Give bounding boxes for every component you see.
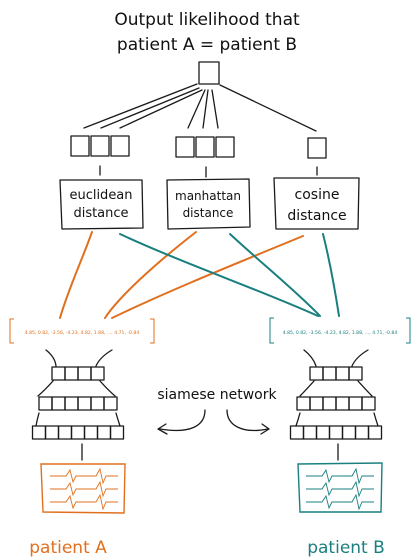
euclidean-distance-box: euclidean distance bbox=[59, 179, 144, 230]
network-a-layer-2-unit bbox=[51, 396, 66, 411]
siamese-network-label: siamese network bbox=[157, 387, 277, 403]
cosine-label-1: cosine bbox=[295, 187, 340, 203]
network-b-layer-1-unit bbox=[348, 366, 363, 381]
network-a-fan-lines bbox=[45, 349, 113, 367]
network-a-layer-3-unit bbox=[31, 425, 47, 440]
cosine-label-2: distance bbox=[287, 208, 346, 224]
network-a-layer-2-unit bbox=[103, 396, 118, 411]
network-b-layer-2-unit bbox=[348, 396, 363, 411]
output-fan-lines bbox=[83, 83, 317, 132]
embedding-b-values: 4.85, 0.82, -3.56, -4.23, 4.82, 1.88, ..… bbox=[283, 330, 398, 336]
cosine-distance-box: cosine distance bbox=[273, 177, 360, 230]
output-unit bbox=[198, 61, 220, 85]
network-a-layer-2-unit bbox=[77, 396, 92, 411]
network-b-layer-3-unit bbox=[341, 425, 357, 440]
network-b-layer-3-unit bbox=[289, 425, 305, 440]
network-b-fan-lines bbox=[303, 349, 369, 367]
embedding-vector-b: 4.85, 0.82, -3.56, -4.23, 4.82, 1.88, ..… bbox=[269, 317, 411, 344]
title-line-2: patient A = patient B bbox=[117, 35, 297, 55]
network-a-layer-3-unit bbox=[109, 425, 125, 440]
euclidean-label-2: distance bbox=[73, 206, 128, 221]
arrow-left-head bbox=[157, 423, 168, 435]
network-a-layer-3-unit bbox=[70, 425, 86, 440]
ecg-input-a bbox=[40, 463, 126, 514]
network-a bbox=[31, 366, 125, 440]
network-a-layer-2-unit bbox=[38, 396, 53, 411]
arrow-right-curve bbox=[226, 409, 269, 432]
network-b-layer-2-unit bbox=[335, 396, 350, 411]
network-b-layer-2-unit bbox=[309, 396, 324, 411]
network-a-layer-1-unit bbox=[64, 366, 79, 381]
network-a-layer-3-unit bbox=[57, 425, 73, 440]
manhattan-label-1: manhattan bbox=[175, 189, 241, 203]
network-a-layer-1-unit bbox=[90, 366, 105, 381]
embedding-a-values: 4.85, 0.82, -3.56, -4.23, 4.82, 1.88, ..… bbox=[25, 330, 140, 336]
network-b-layer-2-unit bbox=[296, 396, 311, 411]
cosine-output-units bbox=[307, 137, 327, 159]
network-b bbox=[289, 366, 383, 440]
network-a-layer-3-unit bbox=[44, 425, 60, 440]
network-b-layer-3-unit bbox=[315, 425, 331, 440]
ecg-input-b bbox=[297, 462, 383, 513]
network-b-layer-1-unit bbox=[322, 366, 337, 381]
arrow-right-head bbox=[260, 423, 270, 435]
arrow-left-curve bbox=[159, 409, 206, 432]
patient-a-label: patient A bbox=[29, 538, 107, 558]
patient-a-connections bbox=[59, 231, 304, 319]
weight-sharing-arrows bbox=[157, 409, 270, 435]
network-b-layer-3-unit bbox=[302, 425, 318, 440]
network-b-layer-1-unit bbox=[335, 366, 350, 381]
network-b-layer-3-unit bbox=[354, 425, 370, 440]
network-a-layer-3-unit bbox=[83, 425, 99, 440]
network-b-layer-2-unit bbox=[322, 396, 337, 411]
embedding-vector-a: 4.85, 0.82, -3.56, -4.23, 4.82, 1.88, ..… bbox=[9, 318, 155, 344]
network-b-layer-1-unit bbox=[309, 366, 324, 381]
network-a-layer-2-unit bbox=[90, 396, 105, 411]
network-b-layer-links bbox=[295, 380, 379, 427]
manhattan-distance-box: manhattan distance bbox=[166, 178, 251, 230]
network-a-layer-1-unit bbox=[77, 366, 92, 381]
manhattan-label-2: distance bbox=[183, 206, 234, 220]
title-line-1: Output likelihood that bbox=[114, 10, 300, 30]
network-a-layer-links bbox=[35, 380, 121, 427]
network-a-layer-3-unit bbox=[96, 425, 112, 440]
network-b-layer-3-unit bbox=[367, 425, 383, 440]
network-b-layer-2-unit bbox=[361, 396, 376, 411]
network-a-layer-2-unit bbox=[64, 396, 79, 411]
network-a-layer-1-unit bbox=[51, 366, 66, 381]
euclidean-output-units bbox=[70, 135, 130, 157]
manhattan-output-units bbox=[175, 136, 235, 158]
patient-b-connections bbox=[119, 233, 340, 317]
patient-b-label: patient B bbox=[307, 538, 385, 558]
euclidean-label-1: euclidean bbox=[69, 188, 132, 203]
network-b-layer-3-unit bbox=[328, 425, 344, 440]
